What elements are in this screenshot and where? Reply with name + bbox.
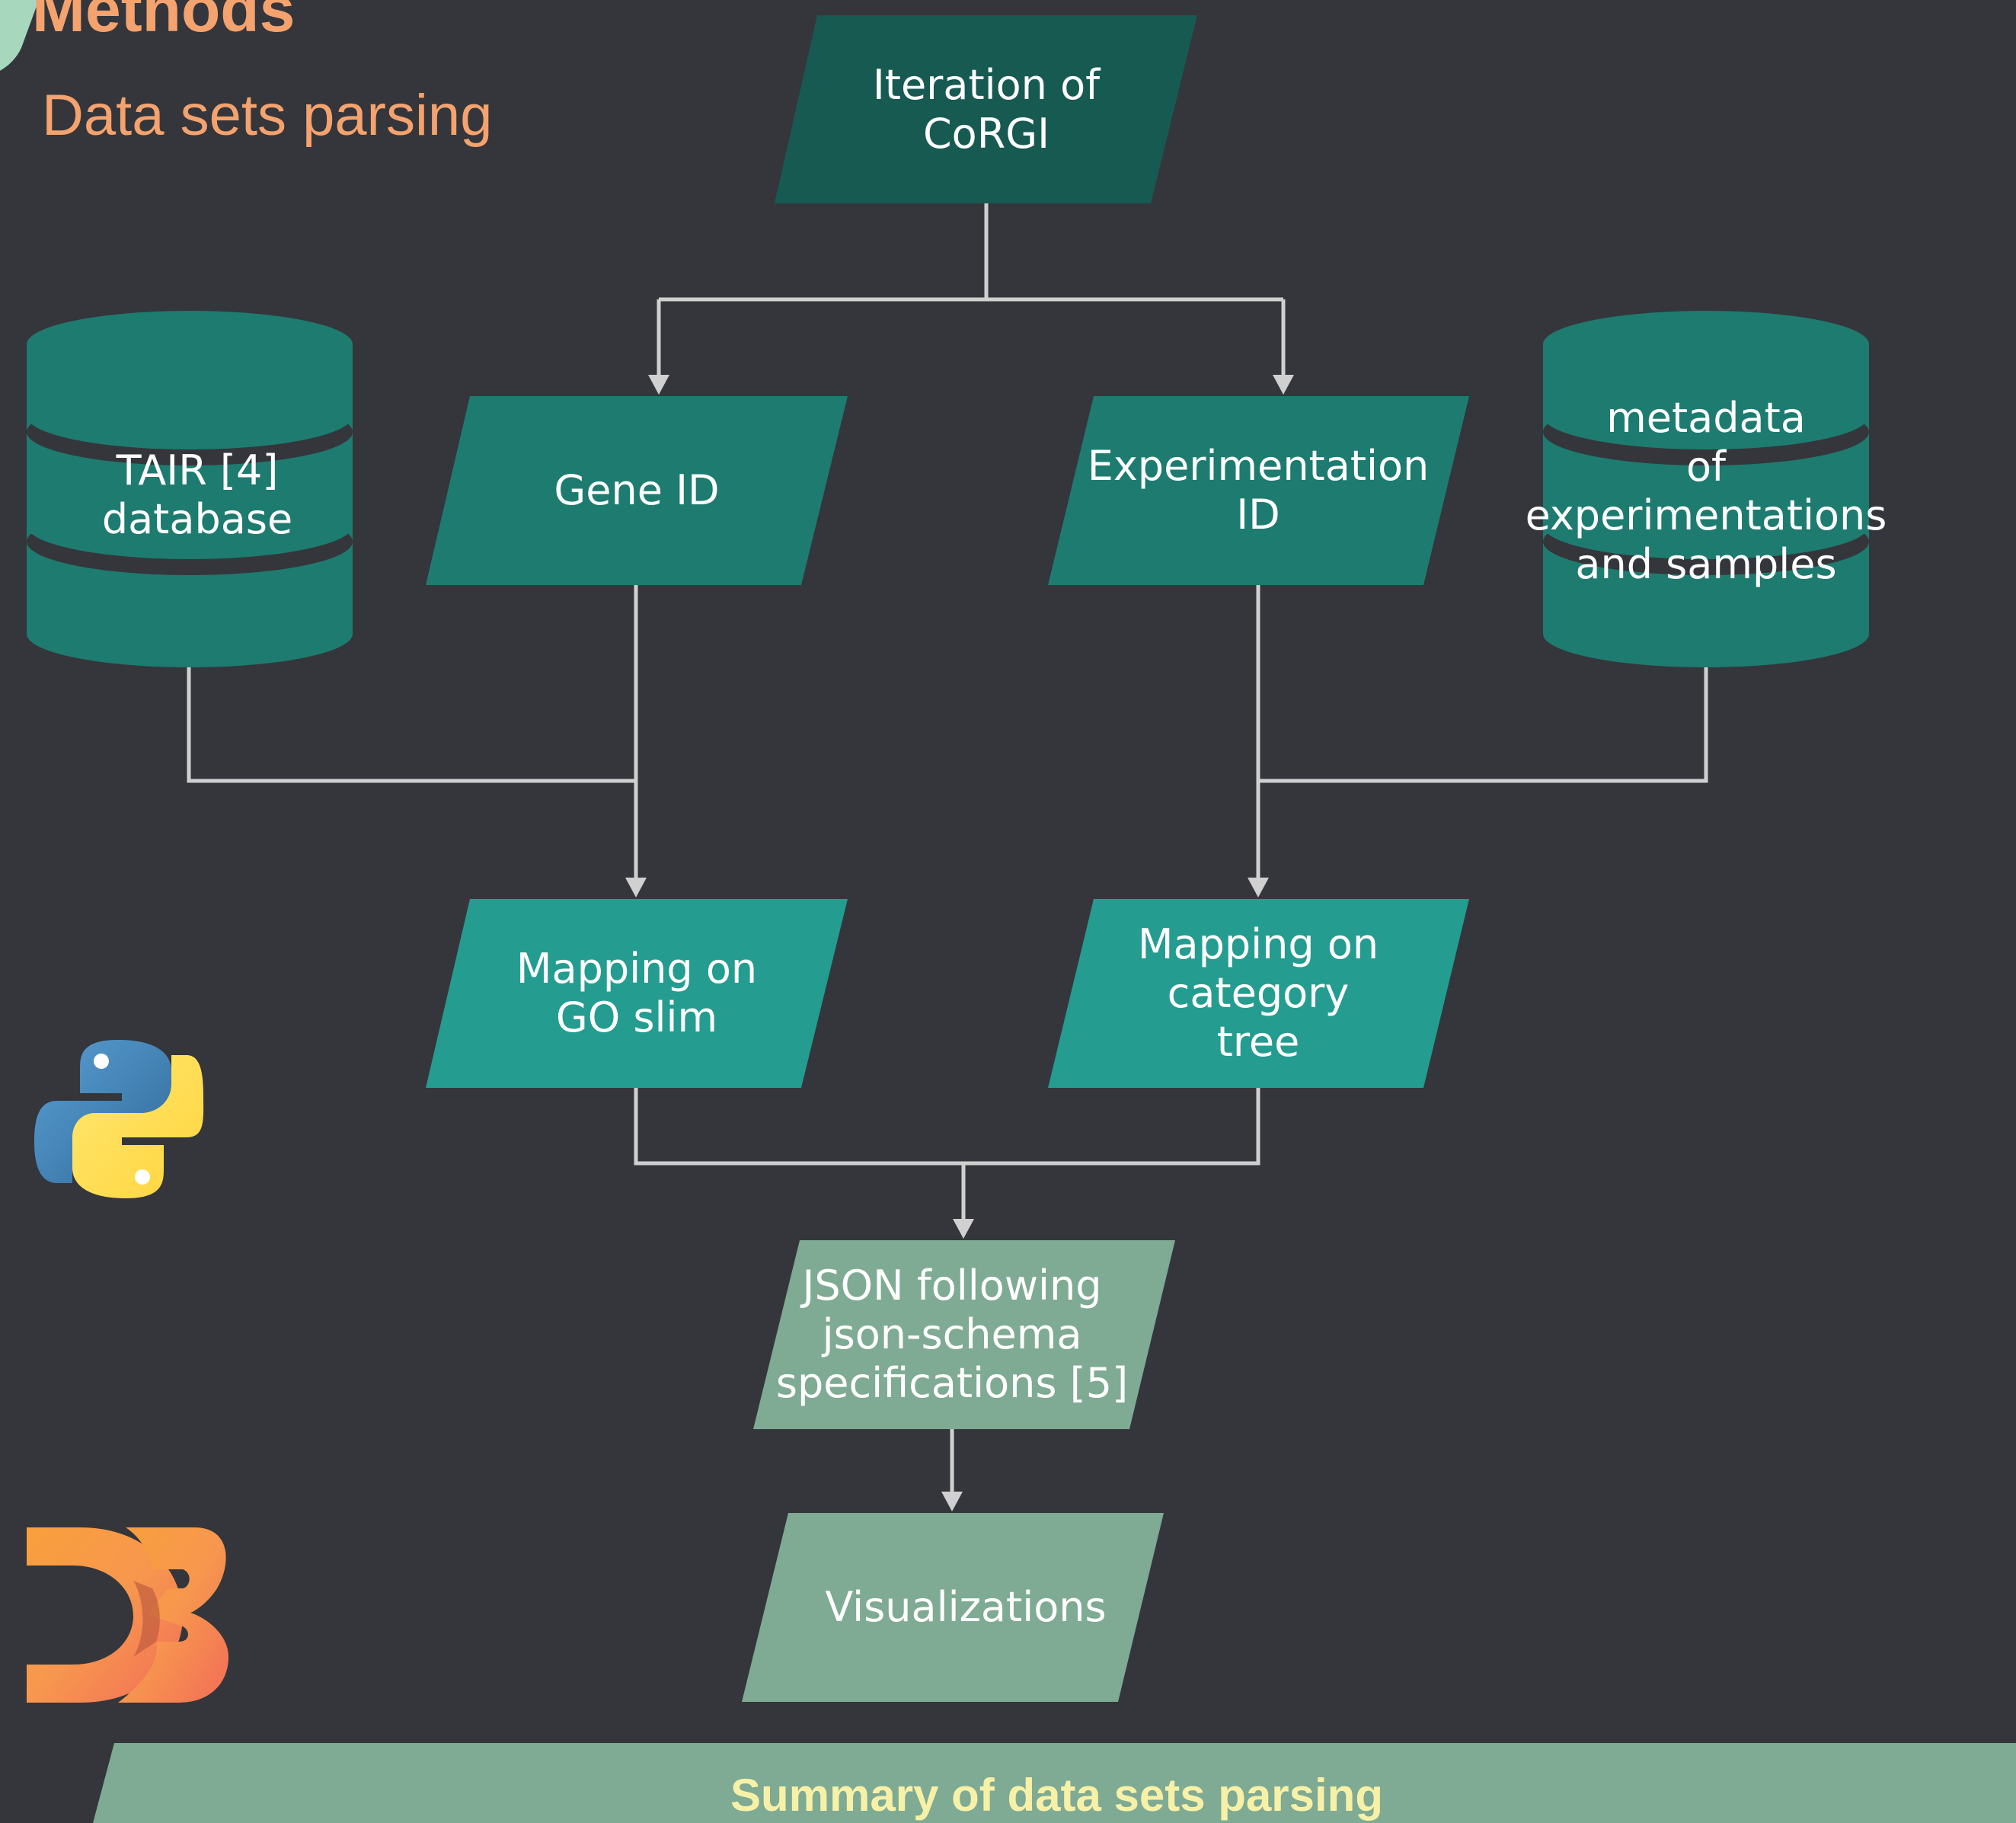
node-mapping-go-slim: Mapping on GO slim — [516, 945, 758, 1041]
arrowhead-go — [625, 878, 647, 897]
node-metadata-database: metadata of experimentations and samples — [1525, 394, 1887, 588]
page-subtitle: Data sets parsing — [42, 83, 493, 148]
arrowheads — [625, 375, 1294, 1511]
connector-tair-to-go — [187, 667, 636, 783]
footer-banner — [93, 1743, 2016, 1823]
node-iteration-shape — [775, 15, 1197, 203]
node-mapping-go-shape — [426, 899, 848, 1088]
page-title: Methods — [32, 0, 296, 45]
node-iteration: Iteration of CoRGI — [872, 60, 1101, 158]
node-experimentation-id-shape — [1048, 396, 1469, 585]
metadata-database-icon — [1543, 311, 1869, 667]
connectors — [187, 202, 1708, 1507]
node-mapping-category-shape — [1048, 899, 1469, 1088]
connector-mappings-to-json — [634, 1088, 1260, 1234]
node-tair-database: TAIR [4] database — [101, 446, 293, 543]
tair-database-icon — [27, 311, 353, 667]
connector-metadata-to-category — [1258, 667, 1708, 783]
python-logo-icon — [34, 1040, 204, 1198]
arrowhead-category — [1248, 878, 1269, 897]
footer-caption: Summary of data sets parsing — [730, 1770, 1383, 1821]
connector-iteration-split — [657, 202, 1286, 390]
node-gene-id-shape — [426, 396, 848, 585]
node-mapping-category-tree: Mapping on category tree — [1137, 920, 1379, 1066]
node-visualizations: Visualizations — [825, 1583, 1107, 1631]
arrowhead-gene — [648, 375, 669, 395]
node-visualizations-shape — [742, 1513, 1164, 1702]
node-json-shape — [753, 1240, 1175, 1429]
node-gene-id: Gene ID — [554, 466, 720, 514]
node-json-schema: JSON following json-schema specification… — [775, 1262, 1129, 1407]
arrowhead-json — [953, 1219, 974, 1239]
d3-logo-icon — [27, 1527, 228, 1703]
arrowhead-exp — [1273, 375, 1294, 395]
node-experimentation-id: Experimentation ID — [1087, 442, 1430, 539]
arrowhead-visualizations — [941, 1492, 963, 1511]
